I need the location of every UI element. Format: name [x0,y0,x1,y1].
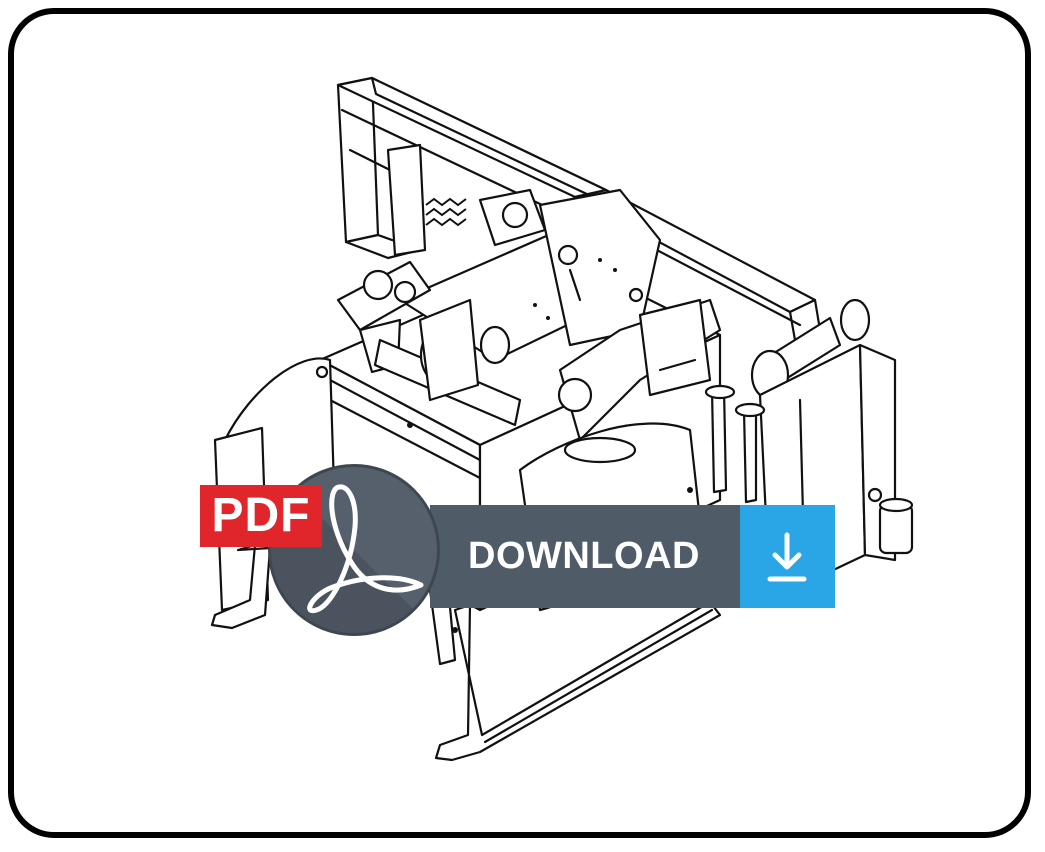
download-arrow-icon [767,532,807,582]
download-label[interactable]: DOWNLOAD [468,535,700,577]
download-bar[interactable] [430,505,742,608]
download-button[interactable] [740,505,835,608]
pdf-badge: PDF [200,485,322,547]
